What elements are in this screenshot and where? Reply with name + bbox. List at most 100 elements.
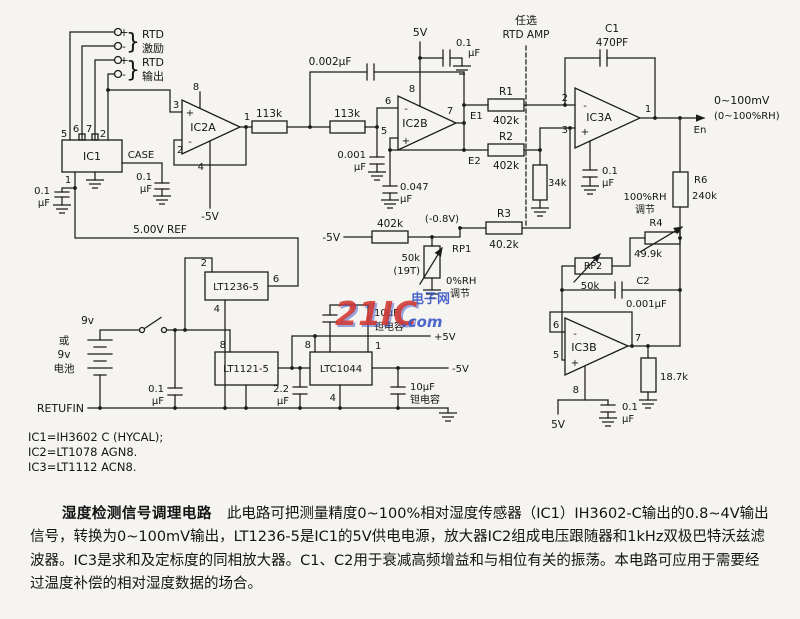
node-e1: E1 [470,111,483,122]
lt1236-pin4: 4 [214,304,220,315]
rp2-ref: RP2 [584,261,602,272]
ic2a-pin1: 1 [244,112,250,123]
cap-ic3b-unit: μF [622,414,634,425]
node-neg08v: (-0.8V) [425,214,459,225]
ic1-pin2: 2 [100,129,106,140]
resistor-r3 [485,221,523,235]
caption-block: 湿度检测信号调理电路 此电路可把测量精度0~100%相对湿度传感器（IC1）IH… [0,503,800,597]
brace-2: } [126,58,140,83]
r1-ref: R1 [499,86,513,98]
r2-value: 402k [493,160,520,172]
r6-ref: R6 [694,175,707,186]
c1-value: 470PF [596,37,628,49]
lt1121-label: LT1121-5 [223,364,269,375]
ic3a-pin3: 3 [562,125,568,136]
resistor-18k7 [640,357,657,393]
cap-ic3b-value: 0.1 [622,402,638,413]
ic1-pin-square [78,133,86,141]
terminal-circle [113,41,123,51]
resistor-402k-offset [371,230,409,244]
watermark-com: .com [402,313,443,331]
terminal-minus-1: - [122,40,126,53]
ic1-pin5: 5 [61,129,67,140]
cap-out-value: 10μF [410,382,435,393]
r4-value: 49.9k [634,249,662,260]
cap-0047-value: 0.047 [400,182,429,193]
cap-22-unit: μF [277,396,289,407]
terminal-circle [113,27,123,37]
optional-label-2: RTD AMP [503,29,550,41]
resistor-113k-1 [251,120,288,134]
resistor-18k7-value: 18.7k [660,372,688,383]
r6-value: 240k [692,191,717,202]
battery-9v-label: 9v [81,315,94,327]
ic2a-pin4: 4 [198,162,204,173]
ic2a-pin2: 2 [177,145,183,156]
label-rtd-out-2: 输出 [142,69,164,83]
ic2a-pin3: 3 [173,100,179,111]
battery-alt-1: 或 [59,335,70,347]
terminal-circle [113,69,123,79]
cap-ic3a-value: 0.1 [602,166,618,177]
brace-1: } [126,30,140,55]
neg5v-offset: -5V [322,232,340,244]
rail-pos5v: +5V [434,332,456,343]
terminal-plus-2: + [119,54,128,67]
resistor-402k-offset-value: 402k [377,218,404,230]
c1-ref: C1 [605,23,619,35]
rh100-adjust-1: 100%RH [623,192,666,203]
cap-case-value: 0.1 [136,172,152,183]
circuit-schematic: + - + - } } RTD 激励 RTD 输出 5 6 7 2 1 IC1 … [28,14,780,474]
case-label: CASE [128,150,155,161]
caption-title: 湿度检测信号调理电路 [61,506,227,522]
resistor-113k-2 [329,120,366,134]
rp1-adjust-rh0: 0%RH [446,276,476,287]
ic1-pin-square [91,133,99,141]
cap-22-value: 2.2 [273,384,289,395]
rp1-turns: (19T) [393,266,420,277]
cap-rail-unit: μF [152,396,164,407]
r2-ref: R2 [499,131,513,143]
ic1-pin6: 6 [73,124,79,135]
ic3a-pin1: 1 [645,104,651,115]
ic1-pin1: 1 [65,175,71,186]
cap-rail-value: 0.1 [148,384,164,395]
ic3a-inv-mark: - [583,101,587,112]
rh100-adjust-2: 调节 [635,204,655,216]
ic3b-inv-mark: - [573,329,577,340]
ic3a-label: IC3A [586,111,612,124]
ic2a-label: IC2A [190,121,216,134]
battery-alt-2: 9v [58,349,71,361]
ic3a-pin2: 2 [562,93,568,104]
resistor-34k-value: 34k [548,178,567,189]
cap-5v-unit: μF [468,48,480,59]
rail-5v-ic3b: 5V [551,419,566,431]
watermark-brand-shadow: 21IC [337,296,419,335]
retufin-label: RETUFIN [37,402,84,415]
cap-5v-value: 0.1 [456,38,472,49]
cap-case-unit: μF [140,184,152,195]
ic3b-pin5: 5 [553,350,559,361]
ic2a-noninv-mark: + [186,108,194,119]
label-rtd-out-1: RTD [142,56,164,69]
c2-value: 0.001μF [626,299,667,310]
cap-ic1-unit: μF [38,198,50,209]
ic2b-pin6: 6 [385,96,391,107]
ic1-pin7: 7 [86,124,92,135]
c2-ref: C2 [636,276,649,287]
potentiometer-arrows [419,226,684,285]
caption: 湿度检测信号调理电路 此电路可把测量精度0~100%相对湿度传感器（IC1）IH… [30,503,770,597]
output-en: En [694,125,707,136]
rail-neg5v-out: -5V [452,364,469,375]
ltc1044-pin4: 4 [330,393,336,404]
cap-out-type: 钽电容 [410,393,440,406]
cap-0001-value: 0.001 [337,150,366,161]
cap-ic3a-unit: μF [602,178,614,189]
ltc1044-box [309,351,373,386]
cap-0001-unit: μF [354,162,366,173]
rail-5v-top: 5V [413,26,428,39]
opamp-ic2b [397,94,458,152]
note-line-1: IC1=IH3602 C (HYCAL); [28,430,163,444]
cap-0002-value: 0.002μF [309,56,352,68]
ic3a-noninv-mark: + [581,127,589,138]
